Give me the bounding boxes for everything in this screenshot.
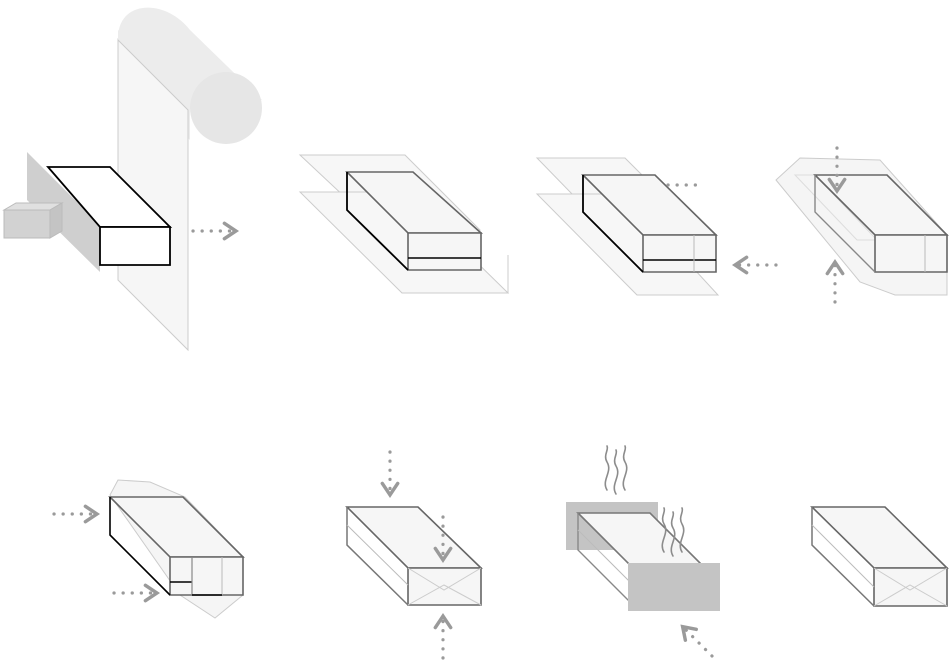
step-5-end-fold-side xyxy=(52,479,245,619)
step-1-film-wrap-feed xyxy=(2,7,262,352)
product-box xyxy=(108,496,245,596)
product-box xyxy=(46,166,173,266)
step-7-heat-seal xyxy=(566,445,720,658)
step-2-film-enclose xyxy=(298,154,510,294)
product-box xyxy=(581,174,718,273)
product-box xyxy=(810,506,949,607)
product-box xyxy=(345,171,484,271)
product-box xyxy=(345,506,483,606)
heater-plate-front xyxy=(628,563,720,611)
steam-icon xyxy=(604,445,685,557)
pusher-block xyxy=(2,202,64,239)
step-3-side-seal-push xyxy=(535,157,778,296)
heat-press-arrow xyxy=(680,624,714,658)
step-4-end-fold-vertical xyxy=(775,146,949,304)
step-6-end-fold-final xyxy=(345,450,483,660)
product-box xyxy=(813,174,949,273)
step-8-finished-package xyxy=(810,506,949,607)
pusher-plate xyxy=(27,152,100,272)
